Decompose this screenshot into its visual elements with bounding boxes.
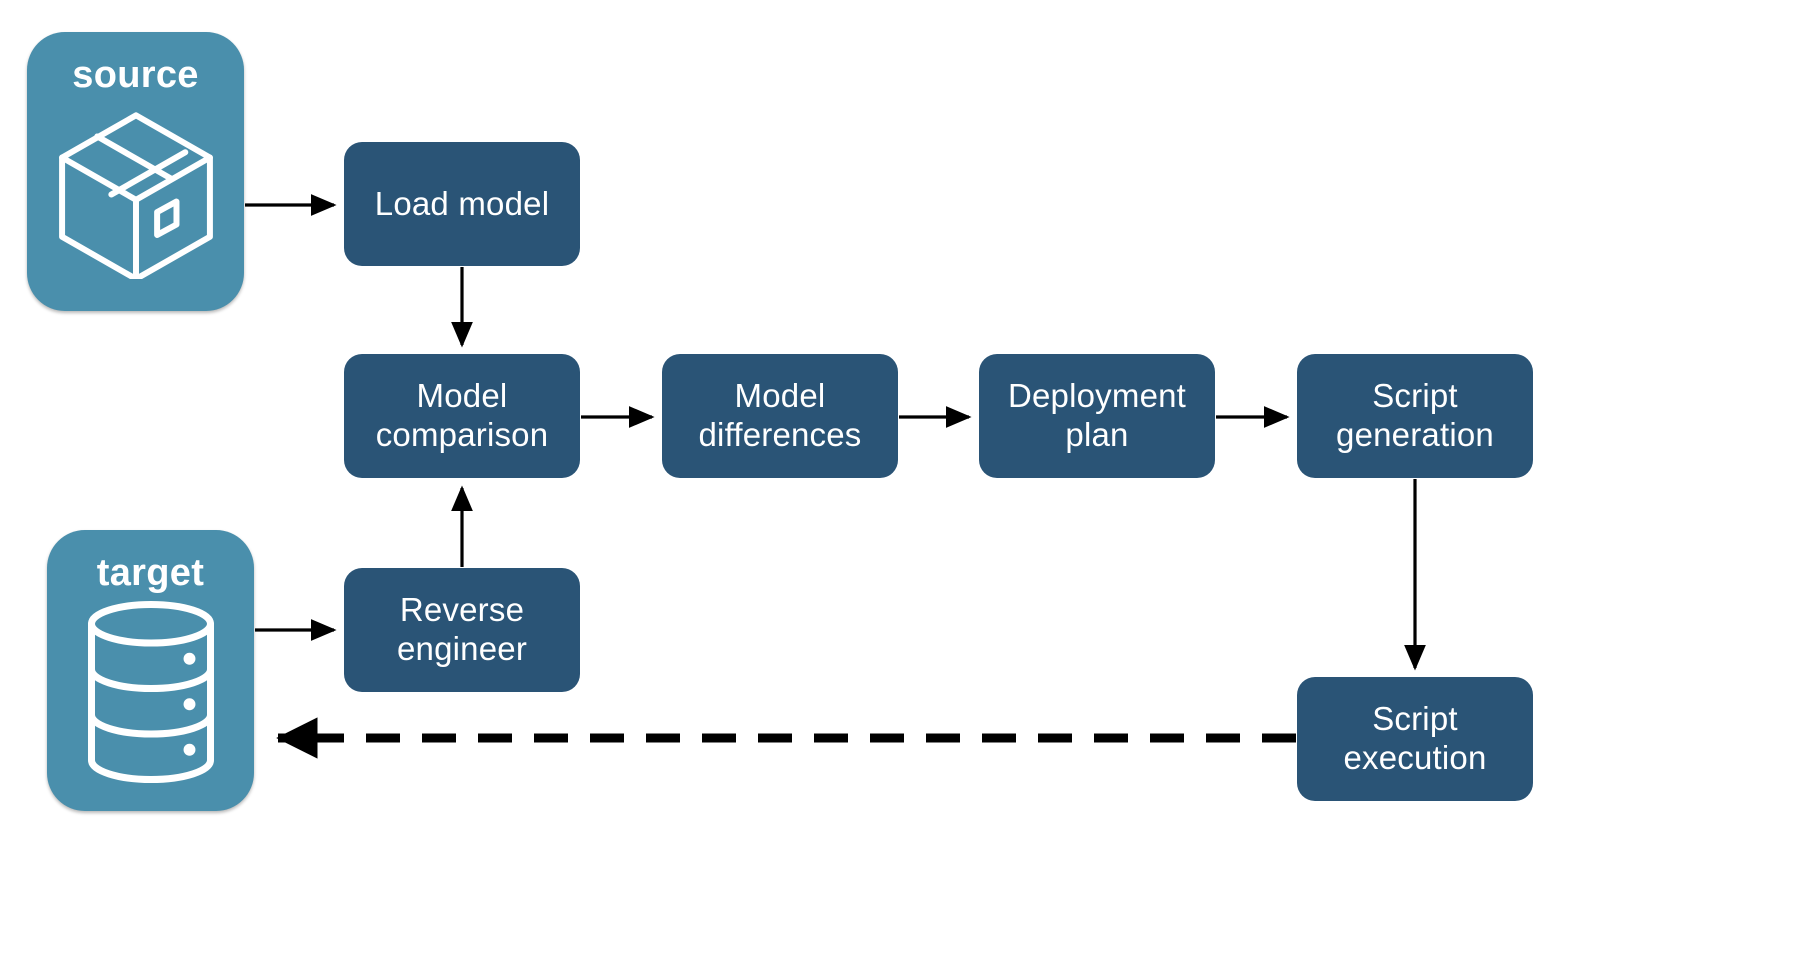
endpoint-card-target[interactable]: target (47, 530, 254, 811)
process-node-model-differences[interactable]: Model differences (662, 354, 898, 478)
process-label-model-comparison: Model comparison (375, 377, 549, 453)
process-label-deployment-plan: Deployment plan (1007, 377, 1187, 453)
endpoint-label-target: target (96, 552, 205, 594)
process-node-load-model[interactable]: Load model (344, 142, 580, 266)
process-label-reverse-engineer: Reverse engineer (396, 591, 528, 667)
database-cylinder-icon (77, 601, 225, 788)
process-node-script-execution[interactable]: Script execution (1297, 677, 1533, 801)
package-box-icon (48, 103, 224, 284)
process-node-model-comparison[interactable]: Model comparison (344, 354, 580, 478)
endpoint-label-source: source (72, 54, 199, 96)
process-label-load-model: Load model (374, 184, 550, 222)
process-node-script-generation[interactable]: Script generation (1297, 354, 1533, 478)
process-label-model-differences: Model differences (698, 377, 862, 453)
endpoint-card-source[interactable]: source (27, 32, 244, 311)
process-label-script-execution: Script execution (1343, 700, 1487, 776)
process-node-deployment-plan[interactable]: Deployment plan (979, 354, 1215, 478)
process-label-script-generation: Script generation (1336, 377, 1494, 453)
process-node-reverse-engineer[interactable]: Reverse engineer (344, 568, 580, 692)
